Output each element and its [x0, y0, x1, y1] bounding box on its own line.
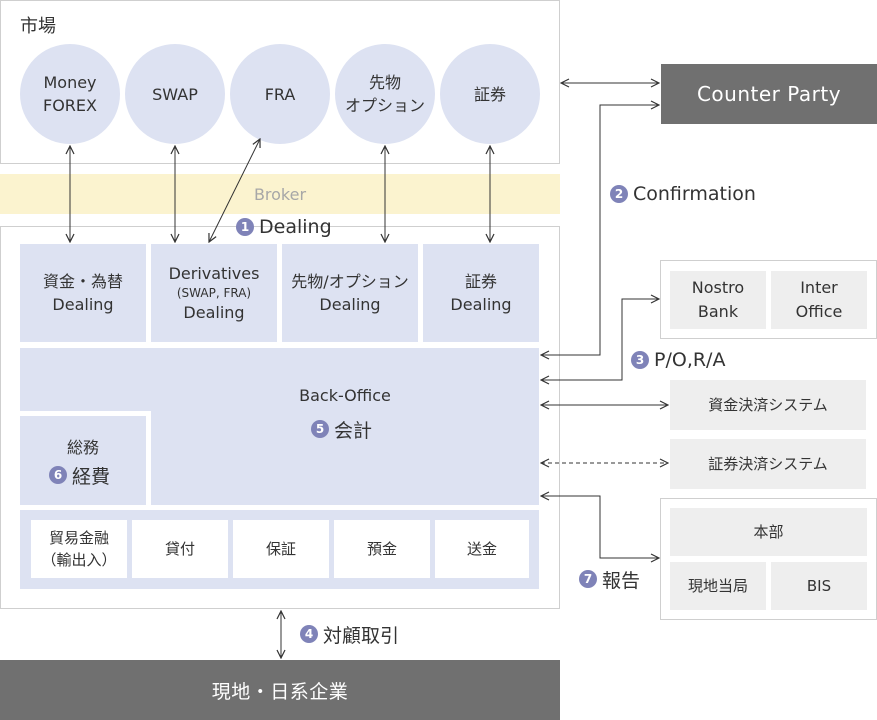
- broker-label: Broker: [253, 184, 307, 204]
- step-5-label: 会計: [334, 419, 373, 442]
- market-title: 市場: [20, 16, 56, 37]
- step-6-badge: 6: [49, 466, 67, 484]
- market-securities: 証券: [440, 44, 540, 144]
- market-swap: SWAP: [125, 44, 225, 144]
- step-3-label: P/O,R/A: [654, 349, 726, 371]
- dealing-futures-line2: Dealing: [319, 295, 381, 314]
- local-japanese-companies: 現地・日系企業: [0, 660, 560, 720]
- general-affairs-title: 総務: [66, 438, 99, 457]
- step-4-client-trading: 4 対顧取引: [300, 621, 399, 647]
- dealing-futures-line1: 先物/オプション: [291, 272, 409, 291]
- market-fra: FRA: [230, 44, 330, 144]
- inter-office: Inter Office: [771, 271, 867, 329]
- dealing-fx-line2: Dealing: [52, 295, 114, 314]
- step-7-label: 報告: [602, 569, 641, 592]
- arrow-fra: [209, 139, 260, 242]
- dealing-futures: 先物/オプション Dealing: [282, 244, 418, 342]
- arrow-confirmation: [541, 105, 659, 355]
- dealing-securities: 証券 Dealing: [423, 244, 539, 342]
- arrow-po-ra: [541, 299, 659, 380]
- step-2-label: Confirmation: [633, 183, 756, 205]
- back-office-area: [20, 348, 539, 505]
- product-deposit: 預金: [334, 520, 430, 578]
- local-authority: 現地当局: [670, 562, 766, 610]
- step-1-label: Dealing: [259, 216, 332, 238]
- fund-settlement-system: 資金決済システム: [670, 380, 866, 430]
- market-futures-options: 先物 オプション: [335, 44, 435, 144]
- arrow-reporting: [541, 496, 659, 558]
- dealing-fx: 資金・為替 Dealing: [20, 244, 146, 342]
- step-5-badge: 5: [311, 420, 329, 438]
- product-loans: 貸付: [132, 520, 228, 578]
- counter-party: Counter Party: [661, 64, 877, 124]
- product-remittance: 送金: [435, 520, 529, 578]
- dealing-deriv-sub: (SWAP, FRA): [176, 286, 252, 300]
- dealing-sec-line2: Dealing: [450, 295, 512, 314]
- step-7-badge: 7: [579, 570, 597, 588]
- step-6-expenses: 6 経費: [49, 462, 110, 488]
- product-trade-finance: 貿易金融 （輸出入）: [31, 520, 127, 578]
- bis: BIS: [771, 562, 867, 610]
- dealing-sec-line1: 証券: [464, 272, 497, 291]
- dealing-deriv-line1: Derivatives: [168, 264, 260, 283]
- step-6-label: 経費: [72, 465, 111, 488]
- nostro-bank: Nostro Bank: [670, 271, 766, 329]
- dealing-fx-line1: 資金・為替: [42, 272, 123, 291]
- back-office-divider-v: [146, 411, 151, 505]
- back-office-divider-h: [20, 411, 151, 416]
- product-guarantee: 保証: [233, 520, 329, 578]
- head-office: 本部: [670, 508, 867, 556]
- dealing-deriv-line2: Dealing: [183, 303, 245, 322]
- step-4-badge: 4: [300, 625, 318, 643]
- step-7-report: 7 報告: [579, 566, 640, 592]
- back-office-title: Back-Office: [299, 386, 391, 405]
- securities-settlement-system: 証券決済システム: [670, 439, 866, 489]
- step-5-accounting: 5 会計: [311, 416, 372, 442]
- step-4-label: 対顧取引: [323, 624, 400, 647]
- broker-band: Broker: [0, 174, 560, 214]
- market-money-forex: Money FOREX: [20, 44, 120, 144]
- dealing-derivatives: Derivatives (SWAP, FRA) Dealing: [151, 244, 277, 342]
